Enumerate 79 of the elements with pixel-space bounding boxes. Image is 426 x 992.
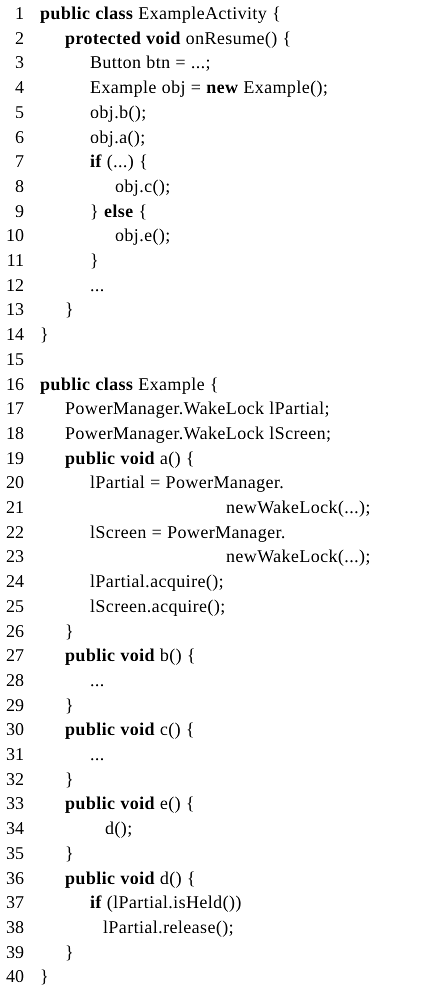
line-number: 12 [6, 274, 24, 297]
code-line: public void c() { [65, 718, 195, 742]
line-number: 5 [15, 100, 24, 124]
line-number: 8 [15, 174, 24, 198]
line-number: 16 [6, 372, 24, 396]
code-line: PowerManager.WakeLock lPartial; [65, 397, 330, 420]
line-number: 20 [6, 471, 24, 494]
code-line: newWakeLock(...); [226, 496, 371, 519]
code-line: } [65, 842, 74, 865]
code-line: } else { [90, 200, 148, 223]
line-number: 19 [6, 446, 24, 470]
code-line: lScreen = PowerManager. [90, 520, 286, 544]
line-number: 36 [6, 866, 24, 890]
code-line: obj.b(); [90, 100, 147, 124]
code-line: ... [90, 743, 105, 766]
code-line: public void e() { [65, 792, 195, 816]
line-number: 35 [6, 842, 24, 865]
line-number: 14 [6, 323, 24, 346]
code-line: ... [90, 668, 105, 692]
code-line: public void b() { [65, 644, 196, 668]
line-number: 30 [6, 718, 24, 742]
line-number: 1 [15, 2, 24, 25]
code-line: Example obj = new Example(); [90, 76, 328, 100]
line-number: 22 [6, 520, 24, 544]
code-line: } [65, 768, 74, 791]
line-number: 34 [6, 817, 24, 840]
code-line: PowerManager.WakeLock lScreen; [65, 422, 332, 445]
line-number: 37 [6, 891, 24, 914]
code-line: d(); [105, 817, 133, 840]
code-line: } [65, 940, 74, 964]
line-number: 27 [6, 644, 24, 668]
line-number: 23 [6, 545, 24, 568]
line-number: 33 [6, 792, 24, 816]
code-line: obj.c(); [115, 174, 171, 198]
line-number: 6 [15, 126, 24, 148]
code-line: obj.e(); [115, 224, 171, 248]
line-number: 3 [15, 51, 24, 74]
code-line: lScreen.acquire(); [90, 594, 226, 618]
line-number: 28 [6, 668, 24, 692]
code-line: lPartial.release(); [103, 916, 234, 939]
line-number: 38 [6, 916, 24, 939]
line-number: 24 [6, 570, 24, 594]
code-line: public class Example { [40, 372, 219, 396]
line-number: 21 [6, 496, 24, 519]
code-line: obj.a(); [90, 126, 146, 148]
line-number: 29 [6, 694, 24, 717]
line-number: 2 [15, 26, 24, 50]
line-number: 15 [6, 348, 24, 371]
code-line: if (...) { [90, 150, 148, 174]
line-number: 18 [6, 422, 24, 445]
code-line: } [65, 694, 74, 717]
line-number: 10 [6, 224, 24, 248]
code-line: lPartial = PowerManager. [90, 471, 284, 494]
code-line: public void a() { [65, 446, 195, 470]
code-line: protected void onResume() { [65, 26, 292, 50]
code-line: } [65, 298, 74, 322]
line-number: 39 [6, 940, 24, 964]
code-line: lPartial.acquire(); [90, 570, 224, 594]
code-line: ... [90, 274, 105, 297]
line-number: 11 [6, 249, 24, 272]
line-number: 9 [15, 200, 24, 223]
line-number: 13 [6, 298, 24, 322]
code-line: public void d() { [65, 866, 196, 890]
line-number: 31 [6, 743, 24, 766]
code-line: public class ExampleActivity { [40, 2, 282, 25]
code-line: } [65, 620, 74, 642]
line-number: 25 [6, 594, 24, 618]
line-number: 32 [6, 768, 24, 791]
line-number: 4 [15, 76, 24, 100]
line-number: 7 [15, 150, 24, 174]
line-number: 40 [6, 965, 24, 988]
code-line: Button btn = ...; [90, 51, 211, 74]
code-line: } [40, 323, 50, 346]
code-line: } [90, 249, 100, 272]
line-number: 17 [6, 397, 24, 420]
code-line: newWakeLock(...); [226, 545, 371, 568]
code-line: if (lPartial.isHeld()) [90, 891, 242, 914]
line-number: 26 [6, 620, 24, 642]
code-line: } [40, 965, 50, 988]
